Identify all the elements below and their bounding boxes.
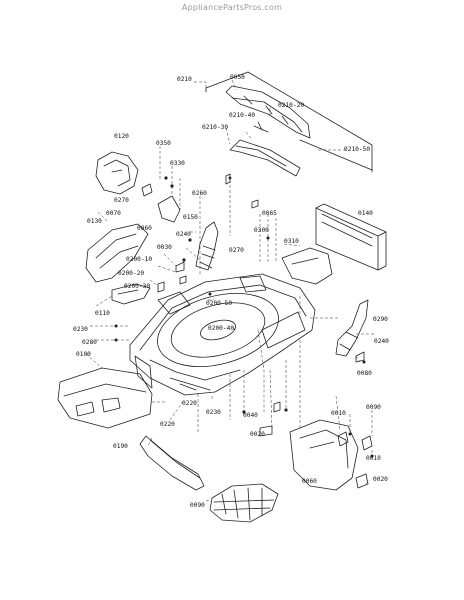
part-label-0010-right: 0010	[366, 455, 381, 462]
part-label-0070: 0070	[106, 210, 121, 217]
part-label-0020-right: 0020	[373, 476, 388, 483]
part-label-0090-bottom: 0090	[190, 502, 205, 509]
part-label-0190: 0190	[113, 443, 128, 450]
part-label-0200-50: 0200-50	[206, 300, 233, 307]
bracket-part	[157, 195, 181, 223]
part-label-0230-left: 0230	[73, 326, 88, 333]
part-label-0230-mid: 0230	[206, 409, 221, 416]
part-label-0060-bottom: 0060	[302, 478, 317, 485]
mulch-plug	[209, 483, 279, 523]
baffle-part	[281, 247, 333, 285]
part-label-0200-20: 0200-20	[118, 270, 145, 277]
front-bumper	[57, 367, 153, 429]
part-label-0120: 0120	[114, 133, 129, 140]
part-label-0020-mid: 0020	[250, 431, 265, 438]
part-label-0260: 0260	[192, 190, 207, 197]
part-label-0220-bottom: 0220	[160, 421, 175, 428]
part-label-0210-40: 0210-40	[229, 112, 256, 119]
part-label-0220-mid: 0220	[182, 400, 197, 407]
part-label-0140: 0140	[358, 210, 373, 217]
side-cover-left	[85, 223, 149, 283]
part-label-0200-10: 0200-10	[126, 256, 153, 263]
part-label-0050: 0050	[230, 74, 245, 81]
part-label-0090-top: 0090	[366, 404, 381, 411]
part-label-0200-30: 0200-30	[124, 283, 151, 290]
part-label-0065: 0065	[262, 210, 277, 217]
part-label-0270: 0270	[114, 197, 129, 204]
leader-lines	[85, 79, 376, 503]
part-label-0130: 0130	[87, 218, 102, 225]
part-label-0040: 0040	[243, 412, 258, 419]
height-lever-right	[335, 299, 369, 357]
part-label-0210-30: 0210-30	[202, 124, 229, 131]
wheel-cover-left	[95, 151, 139, 195]
deflector-small	[111, 283, 151, 305]
front-trim	[139, 435, 205, 491]
part-label-0210-50: 0210-50	[344, 146, 371, 153]
part-label-0060-top: 0060	[137, 225, 152, 232]
part-label-0240-top: 0240	[176, 231, 191, 238]
height-lever-left	[195, 221, 219, 271]
part-label-0280: 0280	[82, 339, 97, 346]
part-label-0150: 0150	[183, 214, 198, 221]
part-label-0240-right: 0240	[374, 338, 389, 345]
part-label-0290: 0290	[373, 316, 388, 323]
part-label-0030: 0030	[157, 244, 172, 251]
part-label-0330: 0330	[170, 160, 185, 167]
part-label-0210: 0210	[177, 76, 192, 83]
part-label-0270-mid: 0270	[229, 247, 244, 254]
mower-deck	[129, 273, 316, 396]
part-label-0110: 0110	[95, 310, 110, 317]
rear-cover-assembly	[205, 71, 373, 177]
discharge-chute	[289, 419, 359, 491]
part-label-0030-right: 0080	[357, 370, 372, 377]
part-label-0350: 0350	[156, 140, 171, 147]
part-label-0210-20: 0210-20	[278, 102, 305, 109]
part-label-0310: 0310	[284, 238, 299, 245]
watermark-text: AppliancePartsPros.com	[181, 3, 283, 12]
part-label-0200-40: 0200-40	[208, 325, 235, 332]
part-label-0100: 0100	[76, 351, 91, 358]
part-label-0300: 0300	[254, 227, 269, 234]
rear-trim-panel	[315, 203, 387, 271]
fasteners	[114, 176, 374, 458]
part-label-0010-top: 0010	[331, 410, 346, 417]
